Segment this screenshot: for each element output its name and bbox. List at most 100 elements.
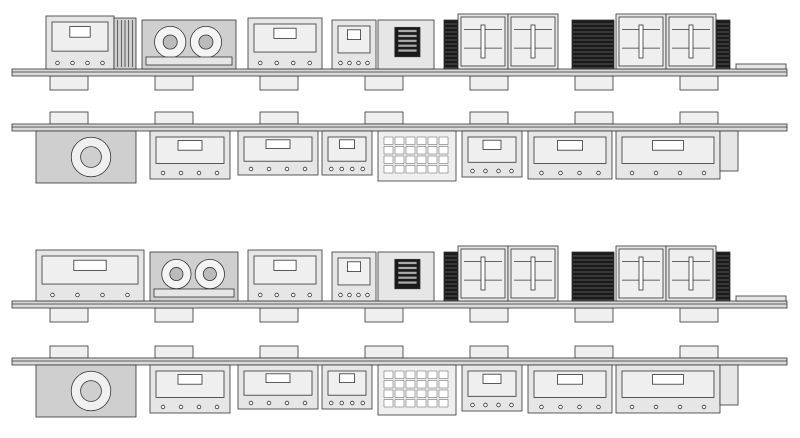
cabinet-label-plate bbox=[339, 373, 355, 383]
connector-block bbox=[377, 251, 435, 302]
terminal-cell bbox=[394, 136, 405, 145]
bolt bbox=[347, 292, 352, 298]
terminal-cell bbox=[427, 155, 438, 164]
terminal-cell bbox=[383, 136, 394, 145]
inverter-handle bbox=[638, 256, 644, 291]
bolt bbox=[50, 292, 55, 298]
mounting-lug bbox=[679, 111, 719, 125]
bolt bbox=[356, 60, 361, 66]
inverter-unit bbox=[457, 245, 559, 302]
inverter-handle bbox=[638, 24, 644, 59]
motor bbox=[35, 364, 137, 418]
bolt bbox=[677, 170, 683, 176]
bolt bbox=[329, 166, 334, 172]
inverter-handle bbox=[480, 256, 486, 291]
terminal-cell bbox=[394, 399, 405, 408]
end-bracket bbox=[719, 364, 739, 406]
terminal-cell bbox=[405, 146, 416, 155]
bolt bbox=[577, 404, 582, 410]
mounting-lug bbox=[364, 307, 404, 323]
cabinet bbox=[237, 130, 319, 176]
terminal-cell bbox=[438, 155, 449, 164]
terminal-cell bbox=[405, 399, 416, 408]
connector-pin-row bbox=[398, 29, 417, 33]
terminal-cell bbox=[405, 389, 416, 398]
mounting-lug bbox=[574, 75, 614, 91]
bolt bbox=[339, 166, 344, 172]
bolt bbox=[360, 166, 365, 172]
connector-pin-row bbox=[398, 44, 417, 48]
terminal-cell bbox=[405, 380, 416, 389]
connector-pin-row bbox=[398, 271, 417, 275]
bolt bbox=[284, 166, 290, 172]
bolt bbox=[701, 170, 707, 176]
bolt bbox=[350, 400, 355, 406]
bolt bbox=[360, 400, 365, 406]
mounting-lug bbox=[574, 111, 614, 125]
connector-block bbox=[377, 19, 435, 70]
bolt bbox=[125, 292, 130, 298]
bolt bbox=[558, 170, 563, 176]
terminal-cell bbox=[394, 155, 405, 164]
mounting-lug bbox=[49, 345, 89, 359]
terminal-cell bbox=[438, 399, 449, 408]
cabinet-label-plate bbox=[346, 29, 361, 40]
bolt bbox=[307, 60, 312, 66]
cabinet bbox=[321, 364, 373, 410]
fan-unit bbox=[141, 19, 237, 70]
bolt bbox=[509, 168, 514, 174]
mounting-lug bbox=[469, 75, 509, 91]
mounting-lug bbox=[574, 345, 614, 359]
bolt bbox=[496, 402, 501, 408]
cabinet bbox=[527, 364, 613, 414]
bolt bbox=[100, 60, 105, 66]
terminal-cell bbox=[416, 146, 427, 155]
bolt bbox=[483, 168, 488, 174]
cabinet bbox=[331, 251, 377, 302]
inverter-handle bbox=[688, 24, 694, 59]
cabinet-label-plate bbox=[557, 140, 584, 151]
motor-shaft bbox=[80, 380, 102, 402]
cabinet-label-plate bbox=[177, 140, 203, 151]
cabinet bbox=[35, 249, 145, 302]
bolt bbox=[365, 292, 370, 298]
inverter-unit bbox=[457, 13, 559, 70]
cabinet-label-plate bbox=[339, 139, 355, 150]
mounting-lug bbox=[154, 75, 194, 91]
cabinet bbox=[321, 130, 373, 176]
mounting-lug bbox=[259, 307, 299, 323]
fan-hub bbox=[162, 34, 178, 50]
inverter-unit bbox=[615, 13, 717, 70]
cabinet bbox=[149, 364, 231, 414]
cabinet bbox=[461, 364, 523, 412]
bolt bbox=[258, 292, 263, 298]
connector-pin-row bbox=[398, 39, 417, 43]
bolt bbox=[178, 170, 184, 176]
terminal-cell bbox=[394, 370, 405, 379]
mounting-lug bbox=[679, 307, 719, 323]
mounting-lug bbox=[154, 111, 194, 125]
terminal-cell bbox=[416, 136, 427, 145]
cabinet bbox=[237, 364, 319, 410]
bolt bbox=[339, 400, 344, 406]
mounting-lug bbox=[364, 345, 404, 359]
cabinet bbox=[615, 364, 721, 414]
bolt bbox=[214, 404, 220, 410]
grille bbox=[715, 251, 731, 302]
bolt bbox=[266, 400, 272, 406]
grille bbox=[571, 19, 615, 70]
cabinet bbox=[615, 130, 721, 180]
cabinet bbox=[331, 19, 377, 70]
bolt bbox=[214, 170, 220, 176]
bolt bbox=[160, 404, 166, 410]
end-plate bbox=[735, 295, 787, 302]
bolt bbox=[307, 292, 312, 298]
terminal-cell bbox=[438, 165, 449, 174]
cabinet-label-plate bbox=[273, 259, 297, 271]
mounting-lug bbox=[469, 307, 509, 323]
terminal-cell bbox=[383, 380, 394, 389]
terminal-cell bbox=[427, 136, 438, 145]
terminal-cell bbox=[405, 370, 416, 379]
bolt bbox=[509, 402, 514, 408]
